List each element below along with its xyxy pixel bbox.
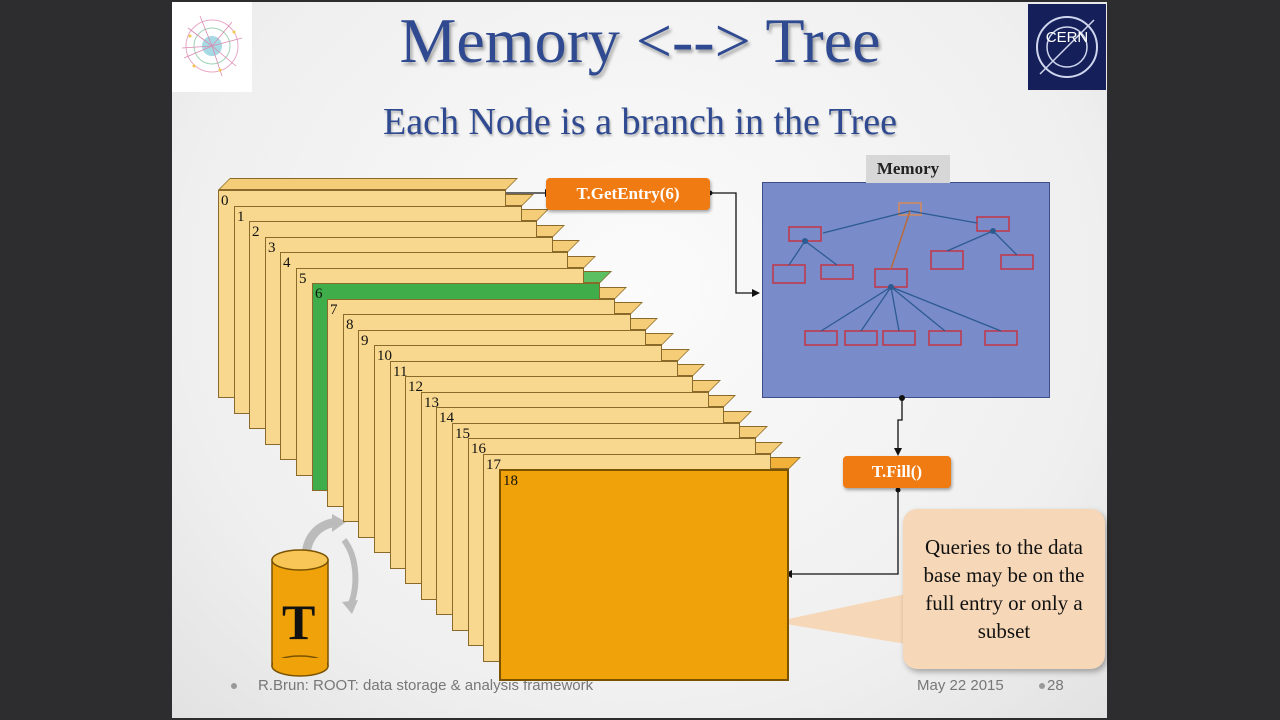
entry-layer-label: 15 (455, 426, 470, 442)
svg-text:CERN: CERN (1046, 29, 1089, 46)
entry-layer-label: 12 (408, 379, 423, 395)
tree-cylinder (271, 514, 359, 677)
entry-layer-label: 2 (252, 224, 260, 240)
footer-date: May 22 2015 (917, 677, 1004, 694)
entry-layer-label: 14 (439, 410, 454, 426)
cylinder-label: T (282, 594, 316, 650)
entry-layer-label: 13 (424, 395, 439, 411)
entry-layer-label: 16 (471, 441, 486, 457)
memory-panel (762, 182, 1050, 398)
entry-layer-label: 6 (315, 286, 323, 302)
callout-pointer (774, 594, 906, 644)
callout-text: Queries to the data base may be on the f… (923, 535, 1085, 643)
entry-layer-label: 8 (346, 317, 354, 333)
entry-layer-label: 3 (268, 240, 276, 256)
footer-author: R.Brun: ROOT: data storage & analysis fr… (258, 677, 594, 694)
entry-layer-label: 11 (393, 364, 408, 380)
entry-layer-label: 0 (221, 193, 229, 209)
entry-layer-label: 1 (237, 209, 245, 225)
slide-title: Memory <--> Tree (399, 5, 881, 76)
memory-label: Memory (866, 155, 950, 183)
query-callout: Queries to the data base may be on the f… (903, 509, 1105, 669)
footer-page-bullet (1039, 683, 1045, 689)
entry-layer-label: 17 (486, 457, 501, 473)
fill-button: T.Fill() (843, 456, 951, 488)
entry-layer-label: 5 (299, 271, 307, 287)
particle-event-logo (172, 2, 252, 92)
slide-subtitle: Each Node is a branch in the Tree (383, 101, 897, 143)
entry-layer-label: 7 (330, 302, 338, 318)
entry-layer-label: 18 (503, 473, 518, 489)
footer-bullet (231, 683, 237, 689)
entry-layer-label: 9 (361, 333, 369, 349)
entry-layer-label: 10 (377, 348, 392, 364)
cern-logo: CERN (1028, 4, 1106, 90)
entry-layer-label: 4 (283, 255, 291, 271)
get-entry-button: T.GetEntry(6) (546, 178, 710, 210)
entry-layer: 18 (499, 469, 789, 681)
page-number: 28 (1047, 677, 1064, 694)
